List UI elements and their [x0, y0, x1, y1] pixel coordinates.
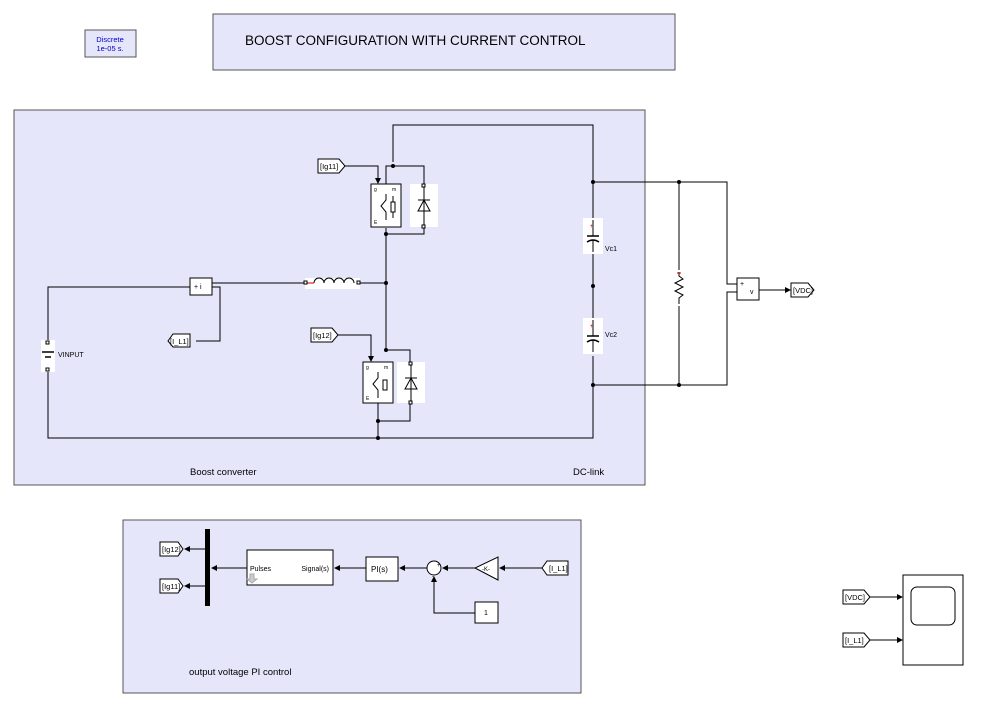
current-meter-label: + i: [194, 284, 202, 291]
from-ig12-label: [Ig12]: [313, 331, 332, 340]
goto-il1[interactable]: [I_L1]: [167, 333, 191, 348]
dclink-area-label: DC-link: [573, 467, 604, 478]
scope-screen-icon: [910, 586, 956, 626]
svg-text:E: E: [366, 396, 370, 402]
sum-plus-label: +: [437, 563, 441, 569]
from-ig12-lower[interactable]: [Ig12]: [310, 327, 339, 343]
control-area[interactable]: output voltage PI control: [122, 519, 582, 694]
goto-vdc-label: [VDC]: [793, 286, 813, 295]
pwm-port-arrow-icon: [245, 573, 259, 584]
control-area-label: output voltage PI control: [189, 667, 291, 678]
goto-ig11-label: [Ig11]: [162, 582, 180, 591]
inductor-L1[interactable]: [303, 277, 361, 289]
current-measurement-block[interactable]: + i: [189, 277, 213, 296]
title-block: BOOST CONFIGURATION WITH CURRENT CONTROL: [212, 13, 676, 71]
from-il1-label: [I_L1]: [549, 564, 568, 573]
vmeter-plus-label: +: [740, 281, 744, 288]
constant-value: 1: [484, 610, 488, 617]
goto-ig12[interactable]: [Ig12]: [159, 541, 184, 557]
demux-bar[interactable]: [205, 529, 210, 606]
pwm-output-label: Signal(s): [301, 566, 329, 573]
pi-label: PI(s): [371, 565, 388, 574]
svg-text:+: +: [590, 324, 594, 330]
vc2-label: Vc2: [605, 332, 617, 339]
boost-area-label: Boost converter: [190, 467, 257, 478]
capacitor-vc2[interactable]: + Vc2: [583, 318, 617, 354]
scope-block[interactable]: [902, 574, 964, 666]
vmeter-v-label: v: [750, 289, 754, 296]
load-resistor[interactable]: [673, 270, 685, 306]
constant-block[interactable]: 1: [474, 601, 499, 624]
vinput-label: VINPUT: [58, 352, 84, 359]
goto-vdc[interactable]: [VDC]: [790, 282, 815, 298]
goto-ig11[interactable]: [Ig11]: [159, 578, 184, 594]
pwm-input-label: Pulses: [250, 566, 272, 573]
svg-text:g: g: [374, 187, 377, 193]
gain-block[interactable]: -K-: [473, 556, 499, 581]
pi-controller-block[interactable]: PI(s): [365, 556, 399, 582]
diode-lower[interactable]: [397, 361, 425, 405]
igbt-upper[interactable]: g m E: [370, 183, 402, 228]
svg-text:+: +: [590, 224, 594, 230]
from-vdc-scope[interactable]: [VDC]: [842, 589, 871, 605]
power-wires: [47, 124, 737, 439]
from-il1-scope-label: [I_L1]: [845, 636, 864, 645]
powergui-mode: Discrete: [96, 35, 124, 44]
from-il1-scope[interactable]: [I_L1]: [842, 632, 871, 648]
capacitor-vc1[interactable]: + Vc1: [583, 218, 617, 254]
goto-il1-label: [I_L1]: [170, 337, 189, 346]
from-il1-control[interactable]: [I_L1]: [541, 560, 569, 576]
vinput-source[interactable]: VINPUT: [41, 340, 84, 372]
powergui-sample-time: 1e-05 s.: [96, 44, 123, 53]
junction-dots: [376, 164, 681, 440]
from-ig11-label: [Ig11]: [320, 162, 338, 171]
diagram-title: BOOST CONFIGURATION WITH CURRENT CONTROL: [245, 33, 586, 48]
gain-label: -K-: [482, 567, 490, 573]
from-ig11-upper[interactable]: [Ig11]: [317, 158, 346, 174]
voltage-measurement-block[interactable]: + v: [736, 277, 760, 301]
svg-text:E: E: [374, 220, 378, 226]
powergui-block[interactable]: Discrete 1e-05 s.: [84, 29, 137, 58]
vc1-label: Vc1: [605, 246, 617, 253]
diode-upper[interactable]: [410, 183, 438, 229]
pwm-generator-block[interactable]: Pulses Signal(s): [245, 549, 334, 586]
goto-ig12-label: [Ig12]: [162, 545, 181, 554]
igbt-lower[interactable]: g m E: [362, 361, 394, 404]
from-vdc-scope-label: [VDC]: [845, 593, 865, 602]
svg-text:m: m: [392, 187, 396, 193]
svg-text:m: m: [384, 365, 388, 371]
svg-text:g: g: [366, 365, 369, 371]
